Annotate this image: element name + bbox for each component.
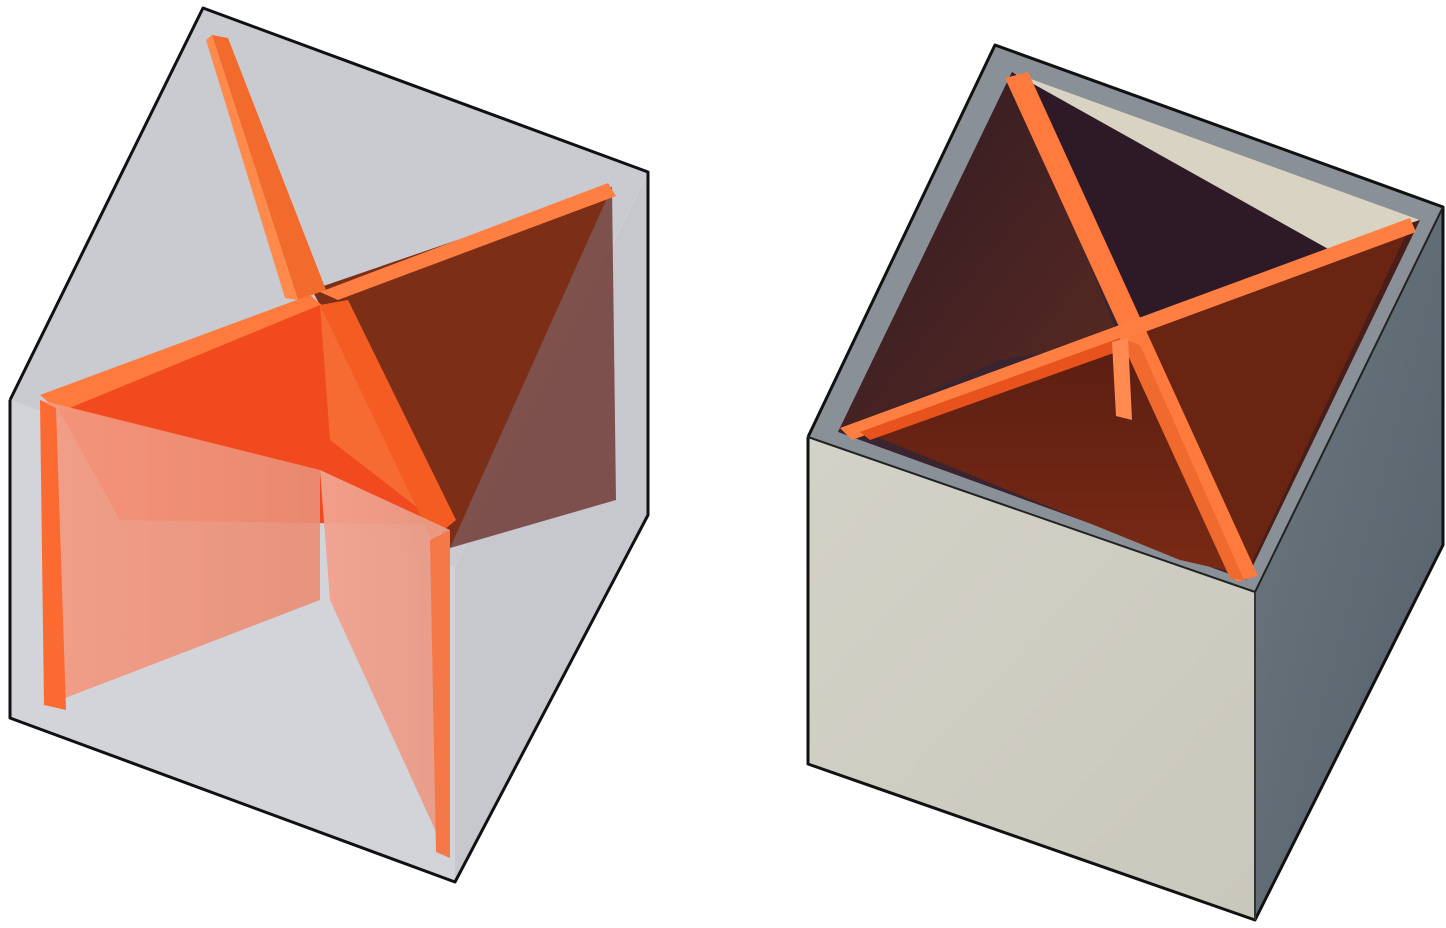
- left-cube: [10, 8, 648, 882]
- right-cube: [808, 45, 1443, 920]
